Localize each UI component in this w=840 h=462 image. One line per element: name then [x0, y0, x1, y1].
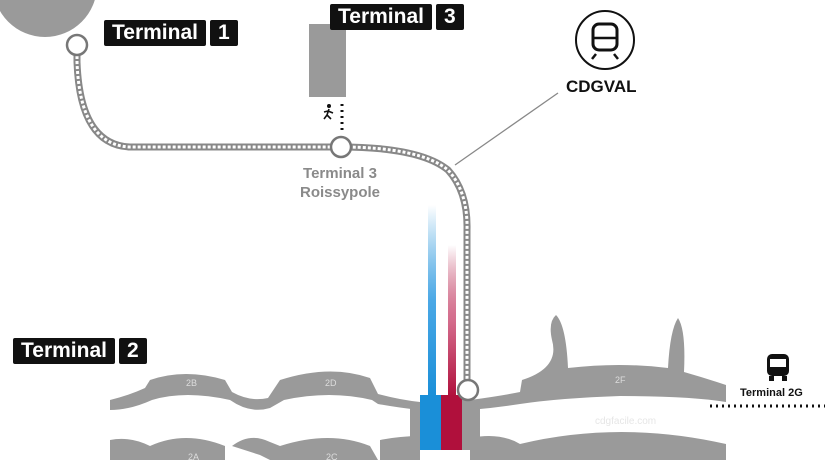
tgv-station-block[interactable] [441, 395, 462, 450]
station-terminal-2[interactable] [456, 378, 480, 402]
tgv-line [448, 245, 456, 397]
terminal-2-buildings [110, 315, 726, 460]
station-terminal-3-roissypole[interactable] [329, 135, 353, 159]
hall-2d-label: 2D [325, 378, 337, 388]
hall-2c-label: 2C [326, 452, 338, 462]
terminal-2-name: Terminal [13, 338, 115, 364]
hall-2a-label: 2A [188, 452, 200, 462]
station-label-line2: Roissypole [299, 184, 381, 201]
hall-2b-label: 2B [186, 378, 198, 388]
rer-station-block[interactable] [420, 395, 441, 450]
cdgval-station-block[interactable] [462, 395, 470, 450]
hall-2f-label: 2F [615, 375, 626, 385]
terminal-2-number: 2 [118, 338, 147, 364]
cdgval-pointer [454, 92, 559, 166]
shuttle-label: Terminal 2G [740, 387, 803, 399]
walk-icon [323, 104, 334, 120]
terminal-1-building[interactable] [0, 0, 97, 37]
terminal-3-number: 3 [435, 4, 464, 30]
rer-line [428, 205, 436, 397]
terminal-1-name: Terminal [104, 20, 206, 46]
station-label-roissypole: Terminal 3 Roissypole [280, 164, 400, 202]
watermark: cdgfacile.com [595, 416, 657, 427]
terminal-3-name: Terminal [330, 4, 432, 30]
station-terminal-1[interactable] [65, 33, 89, 57]
station-label-line1: Terminal 3 [303, 165, 377, 182]
terminal-3-building[interactable] [309, 24, 346, 97]
train-icon [575, 10, 635, 70]
cdgval-label: CDGVAL [566, 77, 637, 96]
bus-icon [767, 354, 789, 381]
terminal-1-number: 1 [209, 20, 238, 46]
